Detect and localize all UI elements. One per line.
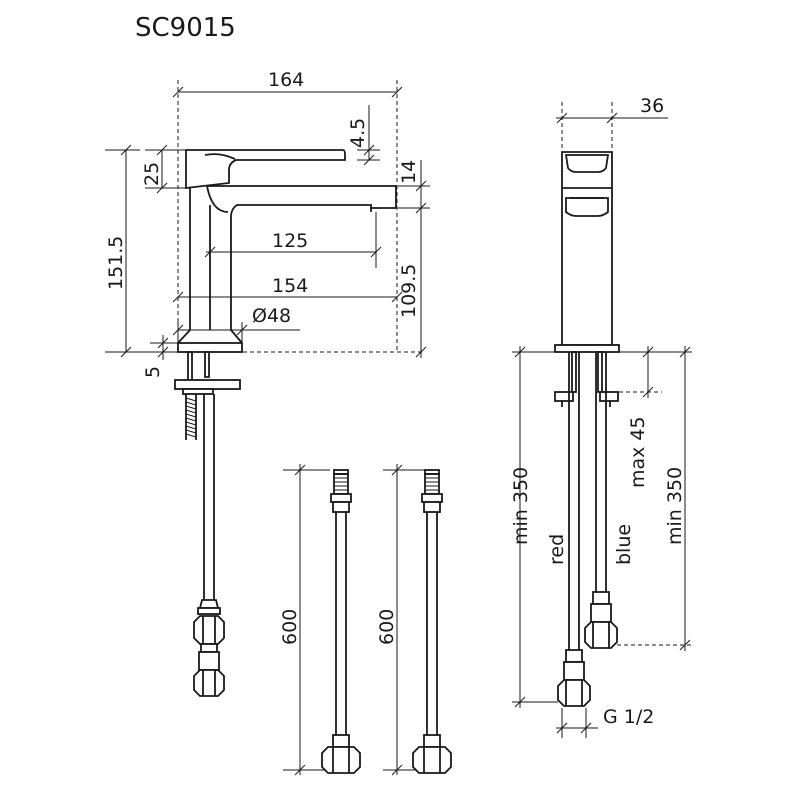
hex-nut bbox=[193, 615, 225, 645]
hex-nut bbox=[412, 746, 452, 774]
dim-hose-min-blue: min 350 bbox=[664, 467, 686, 545]
dim-hose-left: 600 bbox=[279, 609, 301, 645]
dim-spout-height: 14 bbox=[398, 160, 420, 184]
faucet-lever bbox=[185, 149, 346, 190]
dim-total-height: 151.5 bbox=[105, 236, 127, 290]
label-red: red bbox=[546, 534, 568, 565]
hex-nut bbox=[584, 621, 618, 649]
hex-nut bbox=[193, 669, 225, 697]
side-base bbox=[554, 344, 620, 353]
mounting-plate bbox=[174, 379, 241, 390]
dim-thread: G 1/2 bbox=[603, 706, 654, 728]
hose-right: 600 bbox=[376, 464, 452, 776]
dim-base-diameter: Ø48 bbox=[252, 305, 291, 327]
front-view: 164 4.5 14 109.5 bbox=[105, 69, 430, 697]
dim-spout-reach: 125 bbox=[272, 230, 308, 252]
dim-base-thickness: 5 bbox=[142, 366, 164, 378]
dim-under-spout: 109.5 bbox=[398, 264, 420, 318]
hex-nut bbox=[321, 746, 361, 774]
faucet-body-side bbox=[561, 151, 613, 346]
product-code: SC9015 bbox=[135, 13, 236, 43]
dim-gap: 4.5 bbox=[347, 118, 369, 148]
dim-width-total: 164 bbox=[268, 69, 304, 91]
dim-hose-right: 600 bbox=[376, 609, 398, 645]
dim-max-thickness: max 45 bbox=[627, 416, 649, 488]
dim-side-width: 36 bbox=[640, 95, 664, 117]
hex-nut bbox=[557, 679, 591, 707]
dim-hose-min-red: min 350 bbox=[510, 467, 532, 545]
hose-left: 600 bbox=[279, 464, 361, 776]
side-view: 36 red blue bbox=[510, 95, 692, 738]
dim-depth: 154 bbox=[272, 275, 308, 297]
dim-lever-height: 25 bbox=[141, 162, 163, 186]
label-blue: blue bbox=[613, 524, 635, 565]
faucet-base bbox=[177, 342, 243, 353]
faucet-spout bbox=[207, 185, 397, 330]
